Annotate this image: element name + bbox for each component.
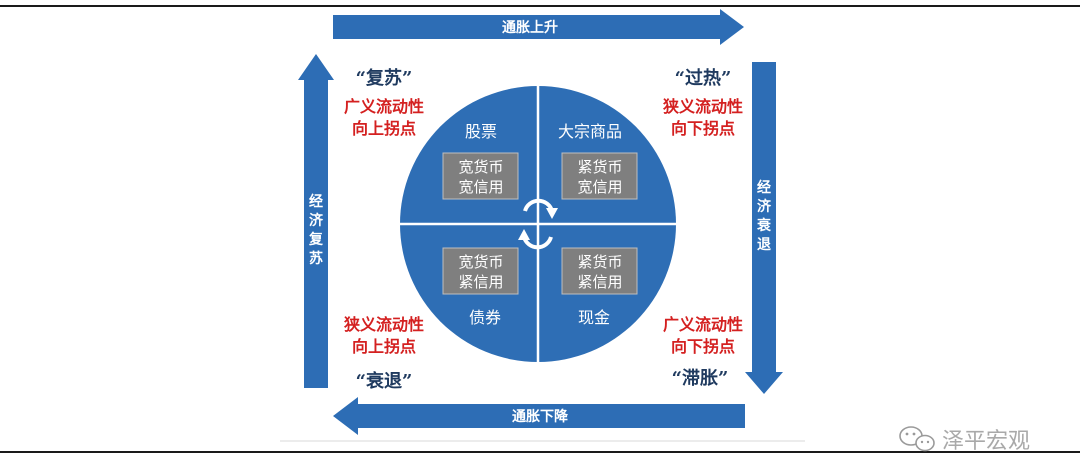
top-arrow: 通胀上升 <box>333 9 744 45</box>
corner-top-left: “复苏” 广义流动性 向上拐点 <box>344 67 424 138</box>
left-arrow-label-3: 复 <box>308 231 324 248</box>
corner-top-right: “过热” 狭义流动性 向下拐点 <box>662 67 743 138</box>
policy-tr-1: 紧货币 <box>577 158 622 176</box>
asset-label-commodities: 大宗商品 <box>558 122 622 141</box>
top-arrow-label: 通胀上升 <box>502 19 558 36</box>
liquidity-label-tl-1: 广义流动性 <box>344 97 424 116</box>
policy-box-tl <box>442 152 519 200</box>
policy-box-tr <box>561 152 638 200</box>
liquidity-label-br-1: 广义流动性 <box>663 315 743 334</box>
asset-clock-circle: 股票 宽货币 宽信用 大宗商品 紧货币 宽信用 宽货币 紧信用 债券 紧货币 紧… <box>400 86 676 362</box>
policy-bl-1: 宽货币 <box>458 253 503 271</box>
liquidity-label-tl-2: 向上拐点 <box>352 119 416 138</box>
liquidity-label-br-2: 向下拐点 <box>671 337 735 356</box>
policy-box-bl <box>442 247 519 295</box>
policy-tl-2: 宽信用 <box>458 178 503 196</box>
left-arrow-label-2: 济 <box>309 212 324 229</box>
wechat-icon <box>899 426 935 452</box>
policy-tl-1: 宽货币 <box>458 158 503 176</box>
right-arrow-label-4: 退 <box>757 237 771 253</box>
phase-label-stagflation: “滞胀” <box>672 368 729 389</box>
asset-label-stocks: 股票 <box>465 122 497 141</box>
policy-br-1: 紧货币 <box>577 253 622 271</box>
corner-bottom-left: 狭义流动性 向上拐点 “衰退” <box>343 315 424 392</box>
phase-label-recovery: “复苏” <box>356 67 413 89</box>
left-arrow-label-1: 经 <box>309 193 323 210</box>
phase-label-recession: “衰退” <box>356 370 413 392</box>
liquidity-label-tr-1: 狭义流动性 <box>662 97 743 116</box>
top-border-line <box>0 5 1080 7</box>
liquidity-label-bl-2: 向上拐点 <box>352 337 416 356</box>
liquidity-label-tr-2: 向下拐点 <box>671 119 735 138</box>
bottom-arrow: 通胀下降 <box>333 397 745 435</box>
right-arrow-label-3: 衰 <box>756 217 772 234</box>
phase-label-overheat: “过热” <box>675 67 732 89</box>
left-arrow: 经 济 复 苏 <box>298 54 334 388</box>
right-arrow-label-1: 经 <box>757 179 771 196</box>
watermark: 泽平宏观 <box>899 426 1030 453</box>
policy-tr-2: 宽信用 <box>577 178 622 196</box>
corner-bottom-right: 广义流动性 向下拐点 “滞胀” <box>663 315 743 389</box>
bottom-border-line <box>0 451 1080 453</box>
right-arrow-label-2: 济 <box>757 198 772 215</box>
rotation-cycle-icon <box>518 198 558 250</box>
right-arrow: 经 济 衰 退 <box>745 62 783 394</box>
asset-label-bonds: 债券 <box>469 308 501 327</box>
bottom-arrow-label: 通胀下降 <box>512 408 569 425</box>
policy-br-2: 紧信用 <box>577 273 622 291</box>
policy-bl-2: 紧信用 <box>458 273 503 291</box>
asset-label-cash: 现金 <box>578 308 610 327</box>
liquidity-label-bl-1: 狭义流动性 <box>343 315 424 334</box>
left-arrow-label-4: 苏 <box>309 250 323 267</box>
policy-box-br <box>561 247 638 295</box>
watermark-text: 泽平宏观 <box>942 428 1030 453</box>
